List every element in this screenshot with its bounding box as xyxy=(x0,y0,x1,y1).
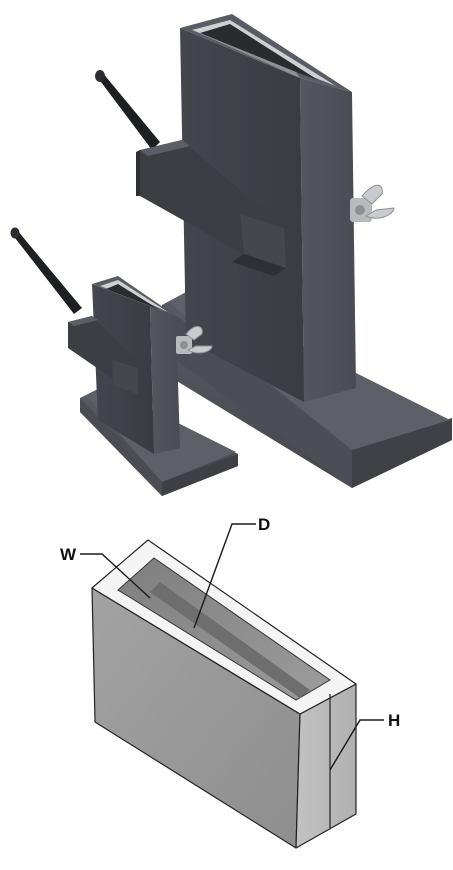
large-mold-wing-nut xyxy=(350,184,395,222)
large-mold-handle xyxy=(95,70,160,150)
large-mold-side-face xyxy=(300,78,356,402)
depth-leader xyxy=(193,523,256,629)
width-leader xyxy=(80,553,151,599)
depth-label: D xyxy=(258,515,270,534)
width-label: W xyxy=(60,545,77,564)
large-mold-top-opening xyxy=(180,14,352,92)
large-mold-clamp-bracket xyxy=(136,140,288,276)
small-mold-clamp-bracket xyxy=(68,316,140,394)
height-label: H xyxy=(388,711,400,730)
small-mold-top-opening xyxy=(92,276,176,316)
diagram-inner-floor xyxy=(150,582,310,698)
large-mold xyxy=(95,14,452,488)
small-mold xyxy=(10,227,238,496)
small-mold-handle xyxy=(10,227,82,314)
small-mold-side-face xyxy=(150,306,180,454)
height-leader xyxy=(329,719,384,771)
dimension-diagram: W D H xyxy=(60,515,400,849)
small-mold-wing-nut xyxy=(176,326,213,354)
